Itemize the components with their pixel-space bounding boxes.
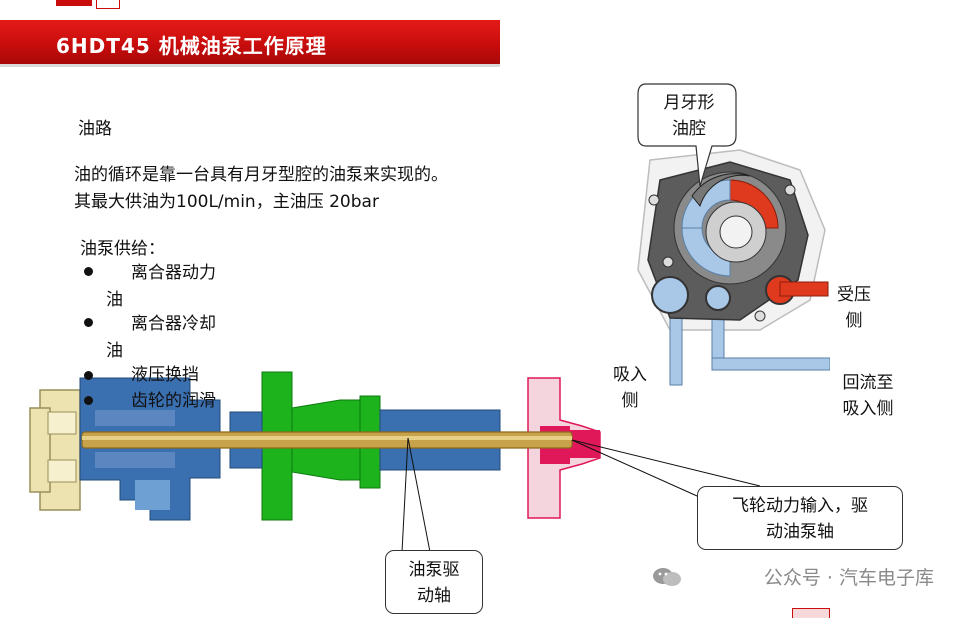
brand-logo-mark (96, 0, 120, 9)
crescent-pump-drawing (637, 149, 830, 386)
suction-side-line-1: 吸入 (613, 365, 647, 385)
shaft-callout-line-2: 动轴 (417, 586, 451, 606)
return-side-line-1: 回流至 (842, 373, 894, 393)
flywheel-callout: 飞轮动力输入，驱 动油泵轴 (697, 486, 903, 550)
shaft-assembly-drawing (29, 371, 601, 521)
supply-heading: 油泵供给： (80, 239, 165, 259)
supply-item-3-line-1: 液压换挡 (131, 365, 199, 385)
return-side-line-2: 吸入侧 (842, 399, 894, 419)
crescent-callout-bubble (637, 83, 737, 187)
crescent-callout-line-1: 月牙形 (663, 93, 715, 113)
flywheel-callout-line-2: 动油泵轴 (766, 522, 834, 542)
supply-item-4-line-1: 齿轮的润滑 (131, 391, 216, 411)
supply-item-1-line-1: 离合器动力 (131, 263, 216, 283)
bullet-icon (84, 396, 93, 405)
gearbox-housing (29, 389, 81, 511)
shaft-callout-line-1: 油泵驱 (408, 560, 460, 580)
wechat-icon (653, 568, 681, 586)
section-title: 油路 (78, 119, 112, 139)
pressure-outlet-pipe (779, 281, 829, 297)
pressure-side-line-2: 侧 (845, 311, 863, 331)
bullet-icon (84, 371, 93, 380)
pressure-side-line-1: 受压 (837, 285, 871, 305)
brand-logo-bar (56, 0, 92, 6)
shaft-callout: 油泵驱 动轴 (385, 550, 483, 614)
crescent-callout-line-2: 油腔 (672, 119, 706, 139)
watermark-text: 公众号 · 汽车电子库 (763, 567, 934, 589)
page-title: 6HDT45 机械油泵工作原理 (56, 34, 327, 58)
flywheel-callout-line-1: 飞轮动力输入，驱 (732, 496, 868, 516)
bullet-icon (84, 318, 93, 327)
supply-item-1-line-2: 油 (106, 290, 123, 310)
description-line-1: 油的循环是靠一台具有月牙型腔的油泵来实现的。 (74, 165, 448, 185)
brand-logo-bottom (792, 608, 830, 618)
bullet-icon (84, 267, 93, 276)
supply-item-2-line-2: 油 (106, 341, 123, 361)
clutch-housing (79, 377, 221, 521)
suction-side-line-2: 侧 (621, 391, 639, 411)
title-bar (0, 20, 500, 67)
supply-item-2-line-1: 离合器冷却 (131, 314, 216, 334)
description-line-2: 其最大供油为100L/min，主油压 20bar (74, 192, 379, 212)
